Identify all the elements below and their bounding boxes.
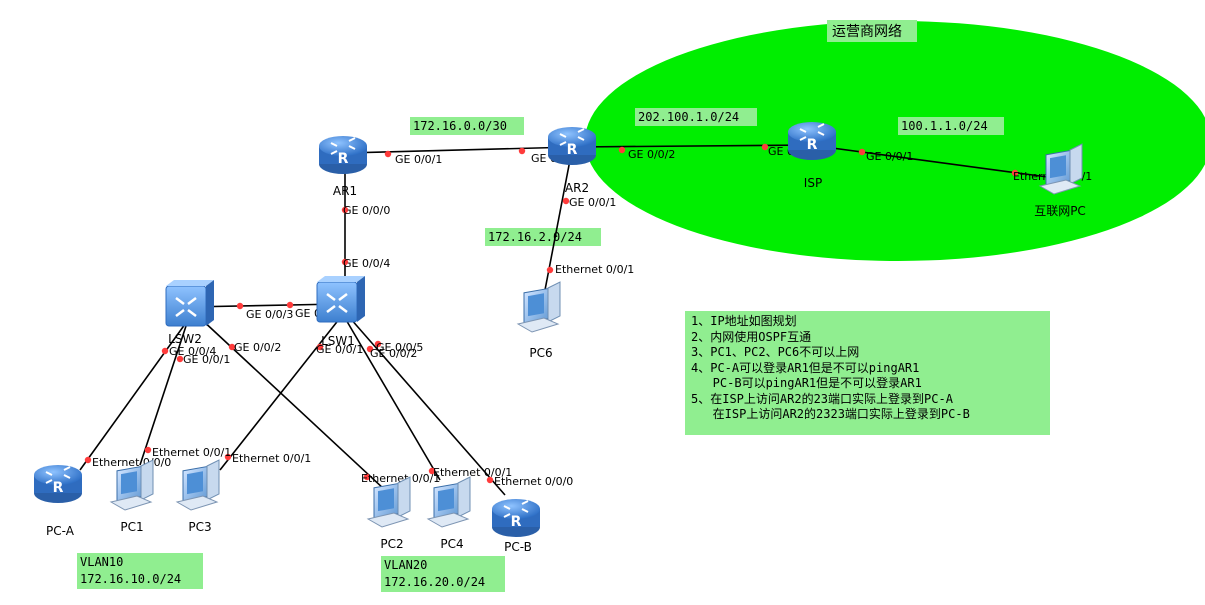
- port-label: Ethernet 0/0/1: [152, 446, 231, 459]
- device-label: PC4: [440, 537, 463, 551]
- port-dots: [84, 143, 1019, 484]
- vlan10-name: VLAN10: [80, 555, 123, 569]
- requirement-line: PC-B可以pingAR1但是不可以登录AR1: [691, 376, 922, 390]
- requirement-line: 1、IP地址如图规划: [691, 314, 797, 328]
- net-ar1-ar2: 172.16.0.0/30: [413, 119, 507, 133]
- port-label: GE 0/0/2: [370, 347, 417, 360]
- device-label: PC3: [188, 520, 211, 534]
- requirement-line: 4、PC-A可以登录AR1但是不可以pingAR1: [691, 360, 920, 375]
- port-label: GE 0/0/4: [169, 345, 216, 358]
- port-label: Ethernet 0/0/0: [494, 475, 573, 488]
- net-label-bg: [410, 117, 524, 135]
- device-label: AR2: [565, 181, 589, 195]
- link-ar1-ar2: [344, 146, 576, 154]
- router-isp[interactable]: ISP: [787, 121, 837, 190]
- vlan20-net: 172.16.20.0/24: [384, 575, 485, 589]
- requirement-line: 3、PC1、PC2、PC6不可以上网: [691, 345, 860, 359]
- links: [79, 144, 1056, 496]
- vlan10-net: 172.16.10.0/24: [80, 572, 181, 586]
- router-ar2[interactable]: AR2: [547, 126, 597, 195]
- switch-lsw2[interactable]: LSW2: [164, 278, 216, 346]
- device-label: PC6: [529, 346, 552, 360]
- vlan10-box: [77, 553, 203, 589]
- net-ar2-isp: 202.100.1.0/24: [638, 110, 739, 124]
- isp-zone: [585, 21, 1205, 261]
- device-label: AR1: [333, 184, 357, 198]
- port-label: Ethernet 0/0/1: [433, 466, 512, 479]
- pc-pc4[interactable]: PC4: [427, 476, 473, 551]
- pc-pc6[interactable]: PC6: [517, 281, 563, 360]
- router-pcb[interactable]: PC-B: [491, 498, 541, 554]
- pc-internet[interactable]: 互联网PC: [1034, 143, 1086, 218]
- router-icon: [547, 126, 597, 166]
- link-lsw1-pc4: [344, 317, 441, 481]
- pc-pc1[interactable]: PC1: [110, 459, 156, 534]
- port-label: Ethernet 0/0/1: [361, 472, 440, 485]
- link-lsw2-pca: [79, 319, 189, 471]
- pc-pc2[interactable]: PC2: [367, 476, 413, 551]
- pc-icon: [517, 281, 563, 333]
- port-label: GE 0/0/1: [183, 353, 230, 366]
- vlan20-box: [381, 556, 505, 592]
- isp-zone-title: 运营商网络: [832, 24, 902, 40]
- device-label: PC2: [380, 537, 403, 551]
- port-label: GE 0/0/2: [628, 148, 675, 161]
- switch-icon: [164, 278, 216, 328]
- requirements-box: 1、IP地址如图规划 2、内网使用OSPF互通 3、PC1、PC2、PC6不可以…: [685, 311, 1050, 435]
- router-ar1[interactable]: AR1: [318, 135, 368, 198]
- requirement-line: 2、内网使用OSPF互通: [691, 329, 812, 344]
- net-label-bg: [635, 108, 757, 126]
- router-icon: [787, 121, 837, 161]
- link-lsw1-pc3: [219, 317, 341, 471]
- device-label: 互联网PC: [1034, 204, 1086, 218]
- device-label: LSW1: [321, 334, 355, 348]
- isp-zone-title-bg: [827, 20, 917, 42]
- port-label: GE 0/0/1: [395, 153, 442, 166]
- router-icon: [491, 498, 541, 538]
- link-ar2-isp: [574, 144, 811, 148]
- device-label: ISP: [804, 176, 822, 190]
- net-ar2-pc6: 172.16.2.0/24: [488, 230, 582, 244]
- net-isp-pc: 100.1.1.0/24: [901, 119, 988, 133]
- net-label-bg: [898, 117, 1004, 135]
- port-label: GE 0/0/5: [376, 341, 423, 354]
- router-pca[interactable]: PC-A: [33, 464, 83, 538]
- port-label: Ethernet 0/0/1: [232, 452, 311, 465]
- vlan20-name: VLAN20: [384, 558, 427, 572]
- device-label: PC-A: [46, 524, 75, 538]
- link-lsw1-pcb: [349, 317, 506, 496]
- device-label: LSW2: [168, 332, 202, 346]
- pc-icon: [176, 459, 222, 511]
- port-label: GE 0/0/2: [234, 341, 281, 354]
- switch-lsw1[interactable]: LSW1: [315, 274, 367, 348]
- net-label-bg: [485, 228, 601, 246]
- port-label: GE 0/0/1: [316, 343, 363, 356]
- requirement-line: 5、在ISP上访问AR2的23端口实际上登录到PC-A: [691, 391, 953, 406]
- requirement-line: 在ISP上访问AR2的2323端口实际上登录到PC-B: [691, 407, 970, 421]
- port-label: GE 0/0/1: [569, 196, 616, 209]
- router-icon: [33, 464, 83, 504]
- port-label: GE 0/0/1: [866, 150, 913, 163]
- port-label: GE 0/0/3: [246, 308, 293, 321]
- router-icon: [318, 135, 368, 175]
- device-label: PC1: [120, 520, 143, 534]
- device-label: PC-B: [504, 540, 532, 554]
- switch-icon: [315, 274, 367, 324]
- port-label: GE 0/0/0: [343, 204, 390, 217]
- port-label: Ethernet 0/0/1: [555, 263, 634, 276]
- link-lsw2-pc1: [139, 319, 189, 466]
- pc-pc3[interactable]: PC3: [176, 459, 222, 534]
- port-label: GE 0/0/4: [343, 257, 390, 270]
